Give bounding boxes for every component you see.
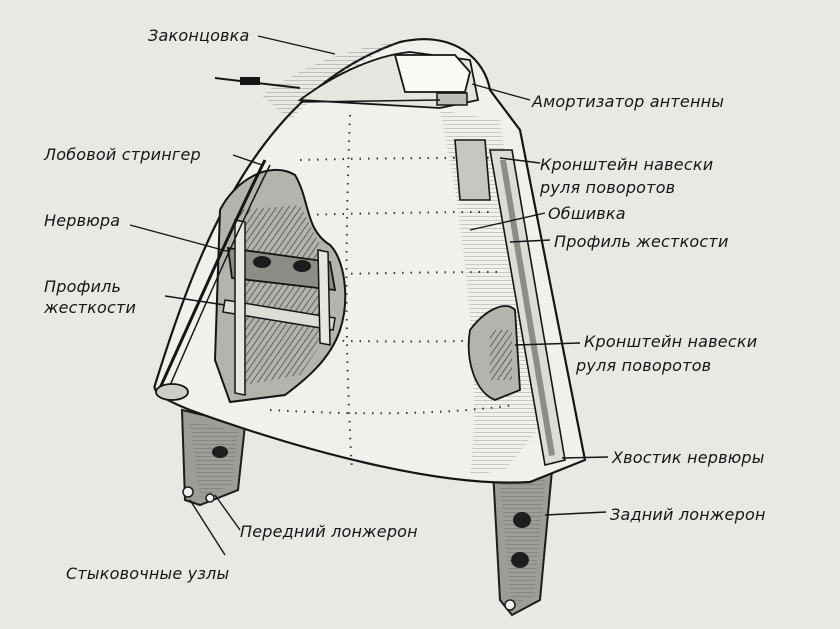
leader-lines [129, 35, 609, 556]
label-kronshtein-lower-2: руля поворотов [576, 356, 712, 375]
label-nervyura: Нервюра [44, 211, 121, 230]
cutaway-structure [155, 159, 347, 404]
label-obshivka: Обшивка [548, 204, 626, 223]
rear-cutaway [454, 139, 566, 466]
label-khvostik: Хвостик нервюры [612, 448, 765, 467]
rear-spar [491, 469, 554, 617]
label-lobovoy-stringer: Лобовой стрингер [44, 145, 201, 164]
label-stykovochnye: Стыковочные узлы [66, 564, 230, 583]
label-amortizator: Амортизатор антенны [532, 92, 725, 111]
label-kronshtein-lower-1: Кронштейн навески [584, 332, 758, 351]
label-profil-left-2: жесткости [44, 298, 137, 317]
label-profil-right: Профиль жесткости [554, 232, 729, 251]
label-zadniy-lonzheron: Задний лонжерон [610, 505, 766, 524]
label-peredniy-lonzheron: Передний лонжерон [240, 522, 418, 541]
label-zakoncovka: Законцовка [148, 26, 250, 45]
label-kronshtein-upper-2: руля поворотов [540, 178, 676, 197]
label-profil-left-1: Профиль [44, 277, 122, 296]
label-kronshtein-upper-1: Кронштейн навески [540, 155, 714, 174]
